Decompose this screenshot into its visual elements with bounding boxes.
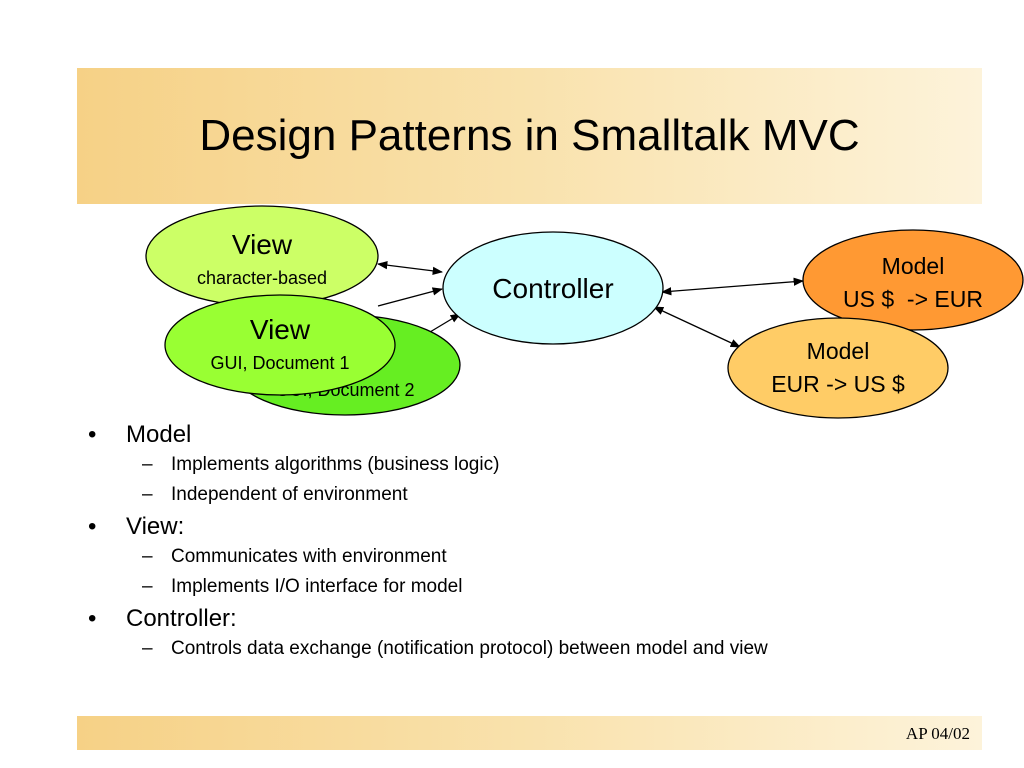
bullet-list: •Model –Implements algorithms (business … — [88, 418, 988, 664]
view-gui-doc1-node: View GUI, Document 1 — [164, 294, 396, 396]
arrow-controller-model-eur — [653, 306, 741, 348]
sub-bullet: –Communicates with environment — [142, 546, 447, 567]
model-usd-eur-node: Model US $ -> EUR — [802, 229, 1024, 331]
model-usd-eur-ellipse — [802, 229, 1024, 331]
arrow-view-char-controller — [376, 261, 444, 275]
bullet-model: •Model — [88, 421, 192, 448]
model-eur-usd-subtitle: EUR -> US $ — [771, 371, 905, 397]
sub-bullet: –Controls data exchange (notification pr… — [142, 638, 768, 659]
arrow-view-gui2-controller — [429, 313, 461, 333]
view-gui-doc1-ellipse — [164, 294, 396, 396]
sub-bullet: –Independent of environment — [142, 484, 408, 505]
bullet-view: •View: — [88, 513, 185, 540]
bullet-controller: •Controller: — [88, 605, 237, 632]
arrow-view-gui1-controller — [377, 287, 444, 307]
sub-bullet-text: Controls data exchange (notification pro… — [171, 638, 768, 659]
sub-bullet: –Implements algorithms (business logic) — [142, 454, 500, 475]
model-eur-usd-ellipse — [727, 317, 949, 419]
sub-bullet: –Implements I/O interface for model — [142, 576, 463, 597]
view-char-title: View — [232, 229, 293, 260]
controller-node: Controller — [442, 231, 664, 345]
bullet-label: View: — [126, 513, 185, 540]
bullet-label: Controller: — [126, 605, 237, 632]
model-usd-eur-subtitle: US $ -> EUR — [843, 286, 983, 312]
controller-ellipse — [442, 231, 664, 345]
view-char-node: View character-based — [145, 205, 379, 307]
model-eur-usd-node: Model EUR -> US $ — [727, 317, 949, 419]
model-usd-eur-title: Model — [882, 253, 945, 279]
slide-title: Design Patterns in Smalltalk MVC — [199, 111, 860, 160]
view-char-subtitle: character-based — [197, 268, 327, 288]
sub-bullet-text: Implements algorithms (business logic) — [171, 454, 500, 475]
model-eur-usd-title: Model — [807, 338, 870, 364]
sub-bullet-text: Communicates with environment — [171, 546, 447, 567]
sub-bullet-text: Independent of environment — [171, 484, 408, 505]
bullet-label: Model — [126, 421, 192, 448]
view-gui-doc1-title: View — [250, 314, 311, 345]
view-gui-doc1-subtitle: GUI, Document 1 — [210, 353, 349, 373]
footer-text: AP 04/02 — [905, 724, 970, 743]
controller-title: Controller — [492, 273, 613, 304]
sub-bullet-text: Implements I/O interface for model — [171, 576, 463, 597]
title-band: Design Patterns in Smalltalk MVC — [77, 68, 982, 204]
arrow-controller-model-usd — [660, 277, 805, 296]
footer-band: AP 04/02 — [77, 716, 982, 750]
